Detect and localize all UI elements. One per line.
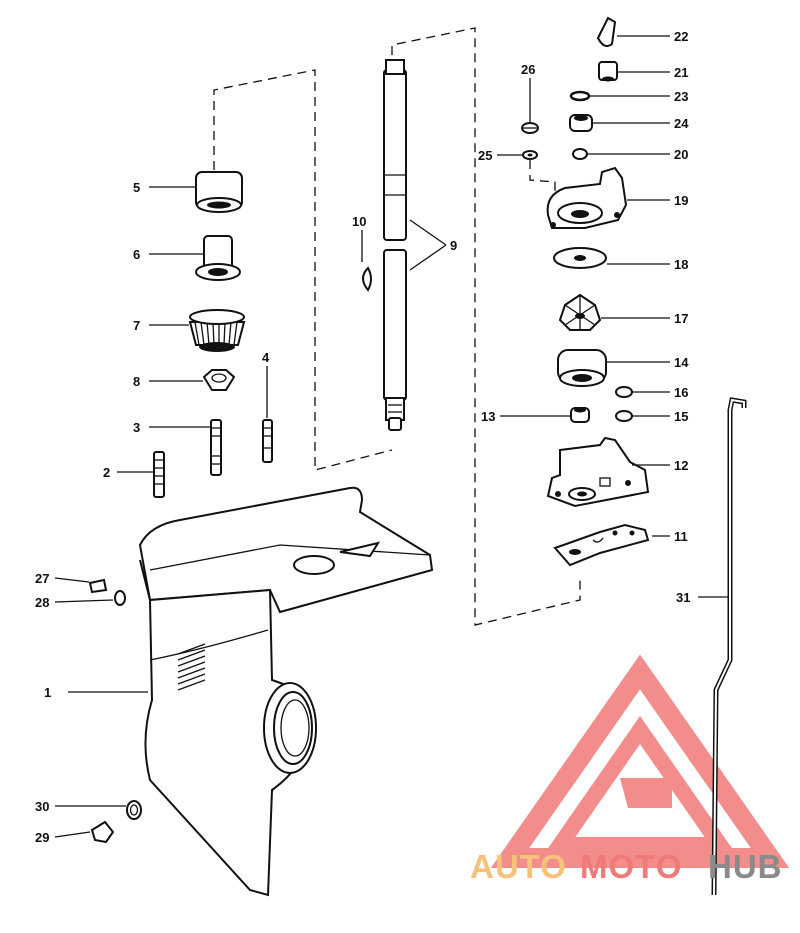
studs (153, 419, 273, 498)
label-2: 2 (103, 465, 110, 480)
part-8-nut (202, 369, 236, 391)
small-housing-parts (88, 578, 142, 844)
label-23: 23 (674, 89, 688, 104)
label-20: 20 (674, 147, 688, 162)
label-26: 26 (521, 62, 535, 77)
label-13: 13 (481, 409, 495, 424)
label-15: 15 (674, 409, 688, 424)
label-28: 28 (35, 595, 49, 610)
leader-lines (54, 35, 728, 838)
part-25 (522, 150, 538, 160)
label-18: 18 (674, 257, 688, 272)
label-24: 24 (674, 116, 689, 131)
label-9: 9 (450, 238, 457, 253)
part-13 (570, 407, 590, 423)
part-21 (598, 61, 618, 82)
label-22: 22 (674, 29, 688, 44)
logo-mark (620, 778, 672, 808)
label-10: 10 (352, 214, 366, 229)
dashed-guides (213, 27, 581, 626)
watermark-moto: MOTO (580, 848, 682, 885)
part-labels: 1 2 3 4 5 6 7 8 9 10 11 12 13 14 15 16 1… (35, 29, 690, 845)
part-17-impeller (558, 293, 602, 331)
logo-inner-triangle (544, 715, 736, 853)
label-8: 8 (133, 374, 140, 389)
part-16 (615, 386, 633, 398)
woodruff-key (362, 266, 372, 292)
part-22 (596, 16, 617, 47)
label-6: 6 (133, 247, 140, 262)
part-12-pump-base (546, 436, 650, 508)
label-1: 1 (44, 685, 51, 700)
part-19-pump-cover (546, 166, 628, 229)
logo-outer-triangle (490, 654, 790, 868)
label-4: 4 (262, 350, 270, 365)
part-26 (521, 122, 539, 134)
part-23-oring (569, 90, 591, 102)
label-31: 31 (676, 590, 690, 605)
part-7-pinion-gear (188, 309, 246, 352)
label-16: 16 (674, 385, 688, 400)
label-11: 11 (674, 529, 688, 544)
watermark-text: AUTO MOTO HUB (470, 848, 783, 885)
label-29: 29 (35, 830, 49, 845)
part-14-insert (557, 349, 607, 387)
part-20 (572, 148, 588, 160)
part-11-plate (553, 523, 650, 567)
part-18-gasket (553, 247, 607, 269)
label-21: 21 (674, 65, 688, 80)
part-24 (569, 114, 593, 132)
label-30: 30 (35, 799, 49, 814)
label-25: 25 (478, 148, 492, 163)
part-5-bushing (195, 171, 243, 213)
label-17: 17 (674, 311, 688, 326)
label-19: 19 (674, 193, 688, 208)
label-27: 27 (35, 571, 49, 586)
watermark-auto: AUTO (470, 848, 567, 885)
part-31-shift-rod (711, 397, 747, 896)
watermark-logo (490, 654, 790, 868)
label-7: 7 (133, 318, 140, 333)
drive-shaft (383, 59, 407, 431)
label-14: 14 (674, 355, 689, 370)
label-12: 12 (674, 458, 688, 473)
part-15 (615, 410, 633, 422)
gear-housing (138, 486, 434, 897)
label-5: 5 (133, 180, 140, 195)
label-3: 3 (133, 420, 140, 435)
watermark-hub: HUB (708, 848, 783, 885)
part-6-sleeve (195, 235, 241, 281)
